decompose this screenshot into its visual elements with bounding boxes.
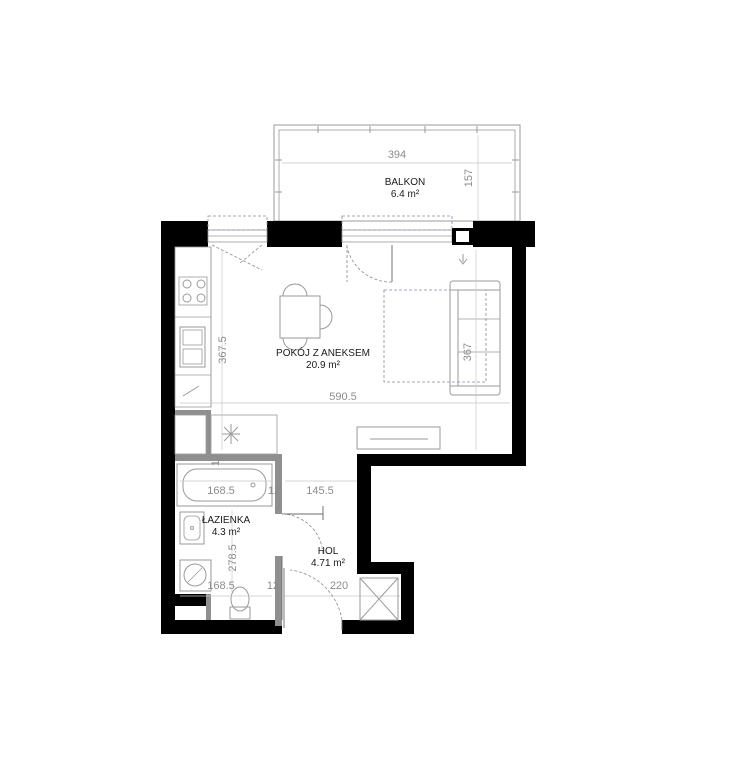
wall-shaft-bottom	[161, 594, 211, 606]
bathroom	[176, 463, 324, 620]
counter-lower	[210, 414, 278, 455]
chair-top	[282, 283, 308, 297]
wall-hall-right	[401, 562, 414, 634]
hol-room-name: HOL	[318, 546, 339, 557]
washing-machine-icon	[179, 559, 212, 592]
balcony-width-dimension: 394	[388, 149, 406, 161]
hall-width-bottom-dimension: 220	[330, 580, 348, 592]
balcony-depth-dimension: 157	[463, 169, 475, 187]
wall-right	[512, 245, 526, 466]
room-height-right-dimension: 367	[462, 343, 474, 361]
dining-set	[279, 283, 333, 351]
toilet-icon	[229, 586, 251, 620]
bath-width-top-dimension: 168.5	[207, 485, 235, 497]
dining-table	[279, 295, 321, 339]
wall-step-horizontal	[357, 454, 526, 466]
bath-door-arc	[281, 513, 324, 557]
balcony-door-arc	[346, 246, 393, 283]
partition-bath-top	[175, 454, 282, 461]
wall-top-middle	[267, 221, 342, 247]
sofa-body	[449, 280, 501, 396]
partition-bath-right-upper	[275, 454, 282, 514]
lazienka-room-name: ŁAZIENKA	[202, 515, 251, 526]
bathtub	[176, 463, 273, 507]
wall-hall-top	[357, 562, 413, 574]
balcony: 394 157 BALKON 6.4 m²	[273, 124, 521, 222]
washer-star-icon	[222, 424, 240, 444]
balcony-railing-outer	[273, 124, 521, 222]
pokoj-room-area: 20.9 m²	[306, 360, 341, 371]
bath-width-bottom-dimension: 168.5	[207, 580, 235, 592]
windows	[207, 215, 473, 283]
cabinet-box	[174, 414, 207, 455]
hol-room-area: 4.71 m²	[311, 558, 346, 569]
chair-right	[319, 304, 333, 330]
partition-cabinet-right	[206, 410, 211, 454]
walls	[161, 221, 535, 634]
window-left-swing	[211, 244, 263, 271]
room-width-dimension: 590.5	[329, 391, 357, 403]
balcony-railing-inner	[278, 129, 516, 222]
wall-thickness-bottom-dimension: 12	[267, 580, 279, 592]
bathtub-inner	[182, 468, 267, 502]
chair-bottom	[282, 337, 308, 351]
partition-bath-right-lower	[275, 556, 282, 626]
bath-height-dimension: 278.5	[227, 544, 239, 572]
balkon-room-area: 6.4 m²	[391, 189, 420, 200]
wardrobe	[359, 577, 399, 621]
wall-step-vertical	[357, 454, 371, 564]
arrow-down-icon	[458, 254, 468, 265]
tv-cabinet	[356, 426, 441, 450]
railing-posts	[275, 126, 519, 193]
hall	[283, 568, 399, 630]
entrance-door-arc	[289, 569, 343, 621]
hall-width-dimension: 145.5	[306, 485, 334, 497]
hob-icon	[178, 276, 208, 306]
wall-top-right	[473, 221, 535, 247]
wall-bottom-right	[342, 620, 414, 634]
lazienka-room-area: 4.3 m²	[212, 527, 241, 538]
fridge-mark-icon	[182, 385, 200, 397]
wall-bottom-left	[161, 620, 282, 634]
balkon-room-name: BALKON	[385, 177, 426, 188]
partition-shaft	[206, 594, 211, 620]
window-left-sill	[207, 215, 268, 231]
wall-thickness-mid-dimension: 12	[268, 485, 280, 497]
sink-icon	[179, 326, 206, 368]
pokoj-room-name: POKÓJ Z ANEKSEM	[276, 346, 370, 359]
wall-thickness-top-dimension: 12	[210, 454, 222, 466]
room-height-left-dimension: 367.5	[217, 336, 229, 364]
window-door-sill	[341, 215, 453, 231]
partition-cabinet-top	[175, 410, 211, 415]
sofa	[383, 280, 501, 396]
sofa-unfolded-outline	[383, 289, 487, 383]
wall-left	[161, 221, 175, 634]
kitchen	[174, 246, 278, 455]
washbasin-icon	[179, 511, 205, 545]
